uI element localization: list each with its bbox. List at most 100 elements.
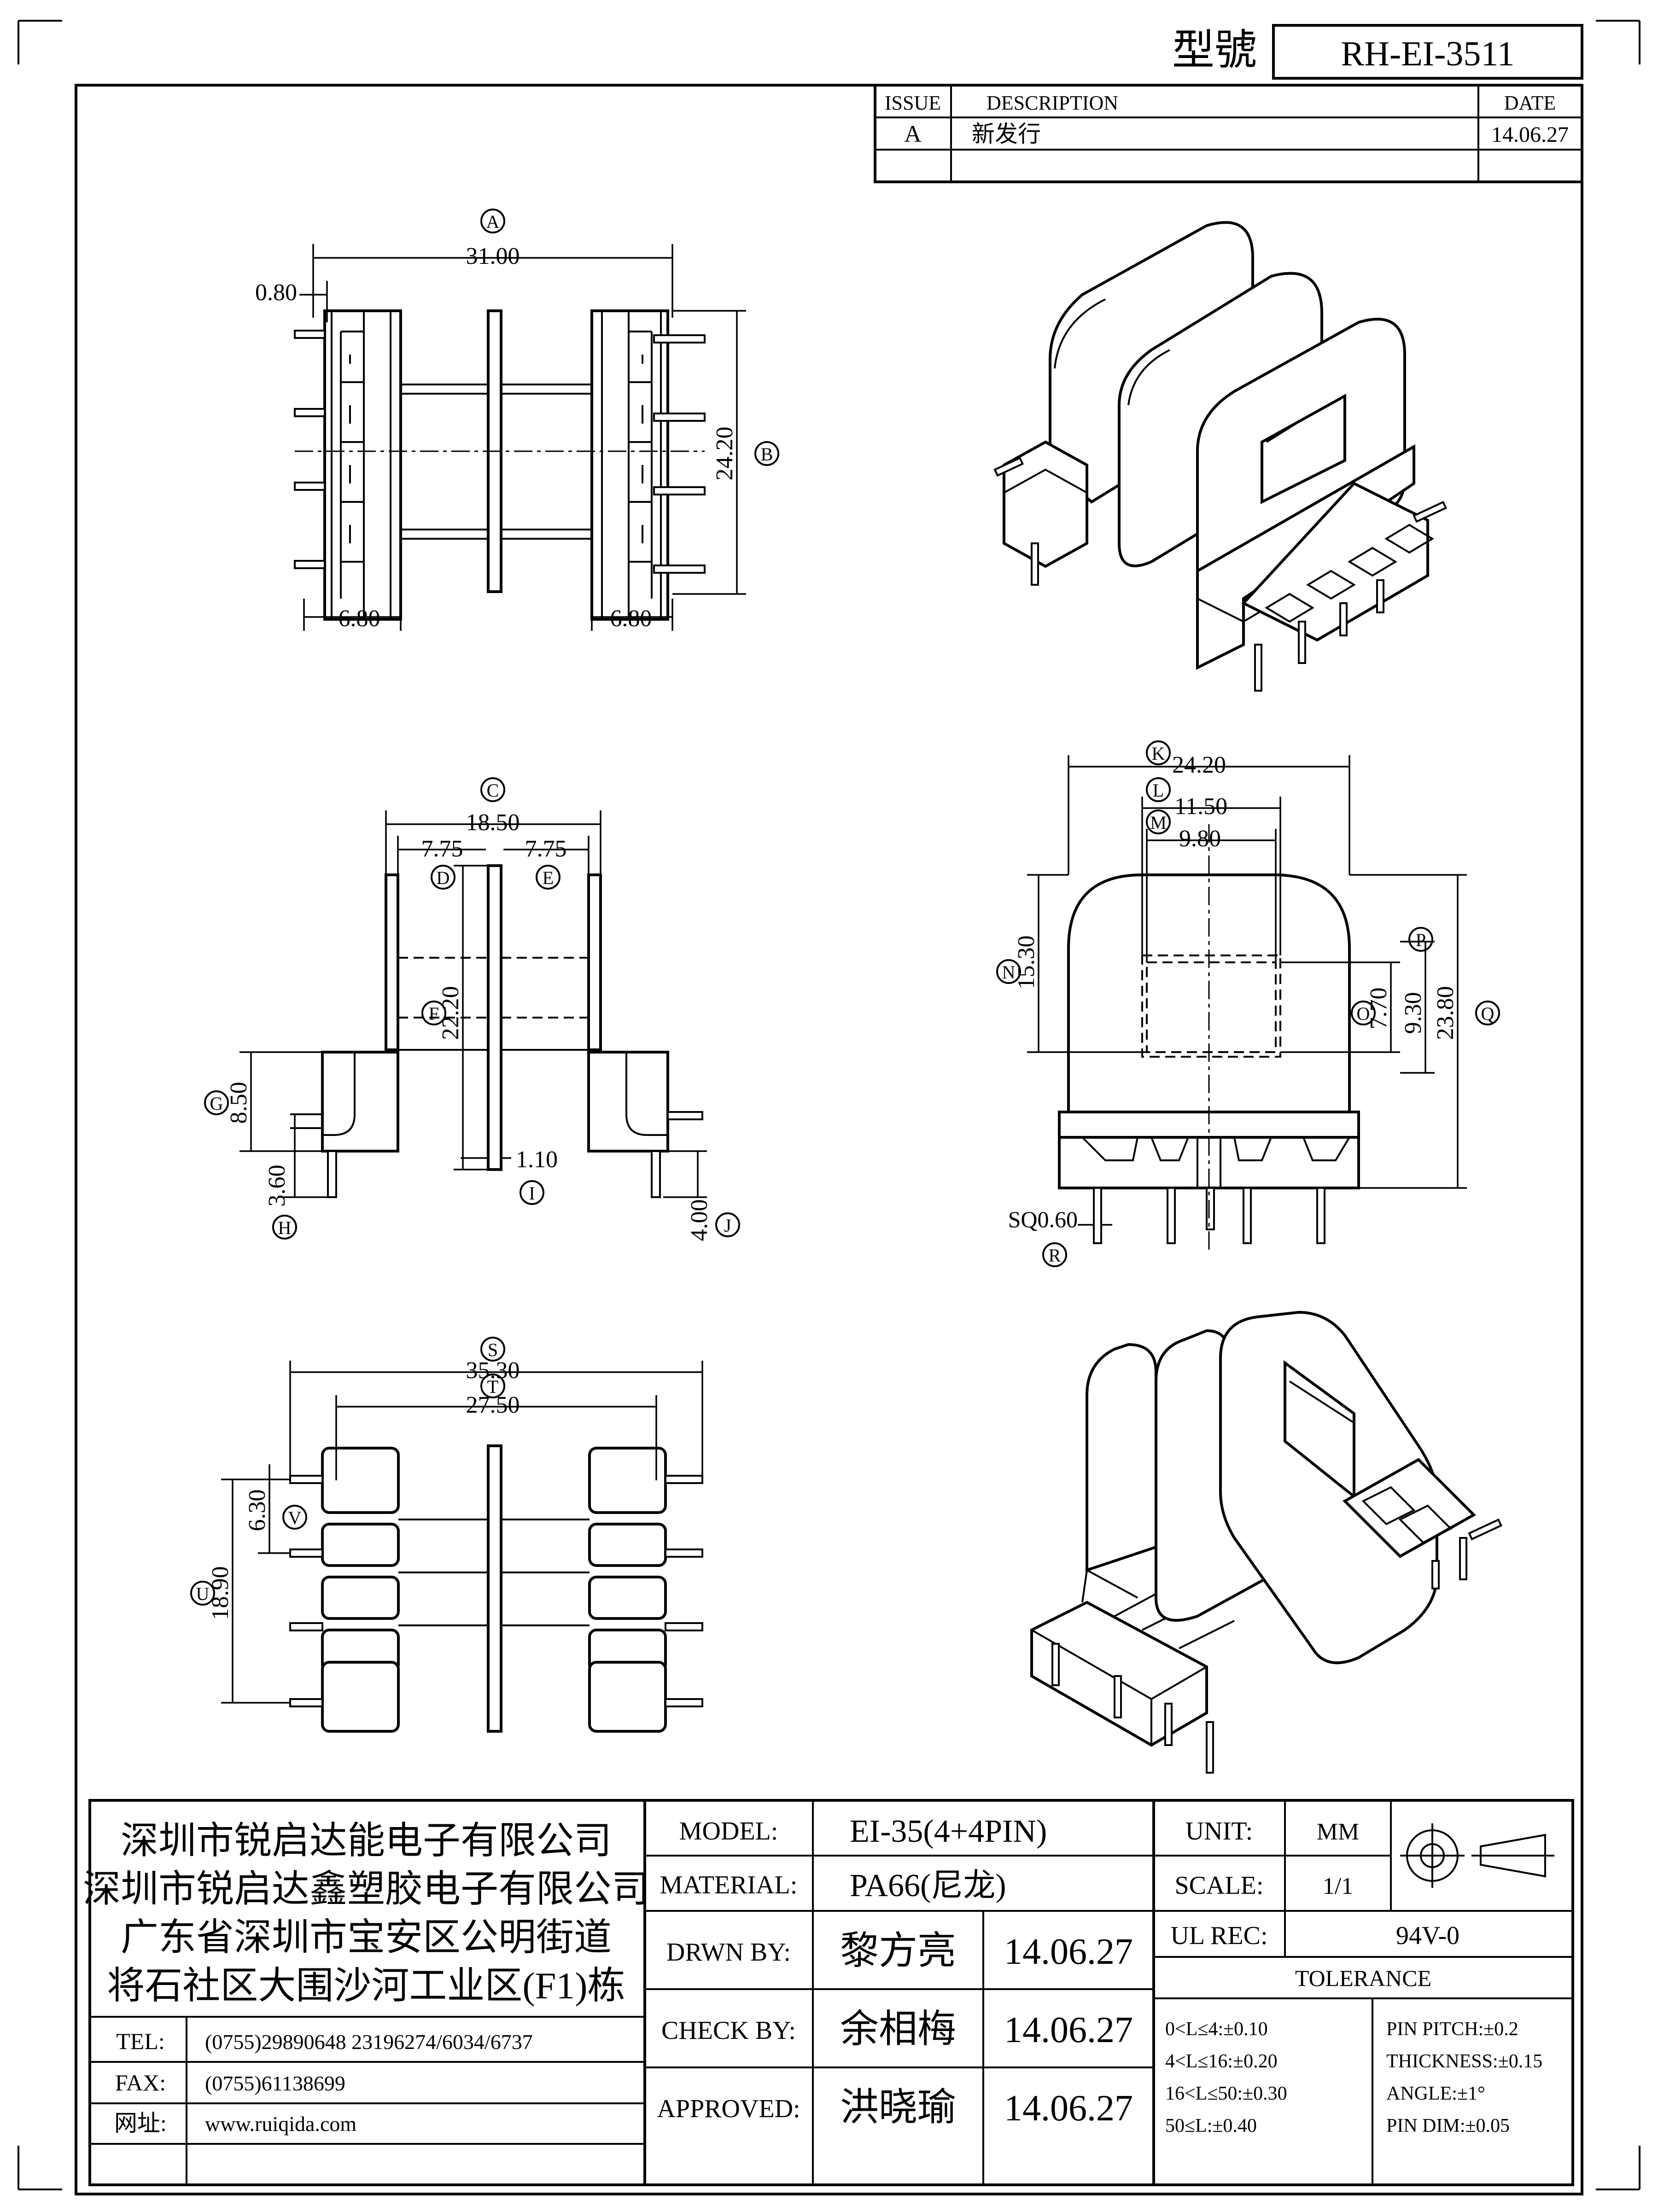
drawn-by: 黎方亮 <box>840 1930 956 1973</box>
bottom-view-right-pads <box>588 1447 667 1733</box>
part-number: RH-EI-3511 <box>1341 35 1514 73</box>
dim-I-value: 1.10 <box>516 1147 558 1173</box>
company-line-2: 深圳市锐启达鑫塑胶电子有限公司 <box>83 1868 649 1910</box>
tolerance-row-3: 16<L≤50:±0.30 <box>1165 2083 1287 2104</box>
dim-I-tag: I <box>529 1183 535 1204</box>
tel-label: TEL: <box>116 2028 165 2054</box>
material-value: PA66(尼龙) <box>850 1868 1006 1903</box>
drawn-label: DRWN BY: <box>666 1938 791 1967</box>
scale-value: 1/1 <box>1323 1873 1353 1899</box>
fax-value: (0755)61138699 <box>205 2072 345 2095</box>
tel-value: (0755)29890648 23196274/6034/6737 <box>205 2030 533 2054</box>
approved-label: APPROVED: <box>657 2095 800 2123</box>
tolerance-pin-pitch: PIN PITCH:±0.2 <box>1386 2019 1518 2040</box>
bottom-view-left-pads <box>321 1447 400 1733</box>
top-view: A 31.00 B 24.20 0.80 6.80 6.80 <box>255 209 779 632</box>
web-label: 网址: <box>114 2110 167 2136</box>
part-number-box <box>1272 24 1583 80</box>
dim-pin-offset: 0.80 <box>255 279 297 306</box>
revision-col-issue: ISSUE <box>885 92 941 114</box>
dim-G-value: 8.50 <box>226 1082 252 1124</box>
dim-C-value: 18.50 <box>466 809 520 836</box>
dim-U-tag: U <box>196 1583 210 1604</box>
dim-T-tag: T <box>487 1376 498 1397</box>
dim-E-tag: E <box>543 867 554 888</box>
dim-T-value: 27.50 <box>466 1392 520 1418</box>
tolerance-thickness: THICKNESS:±0.15 <box>1386 2051 1542 2072</box>
side-view: C 18.50 7.75 7.75 D E 22.20 F 8.50 G 3.6… <box>204 777 740 1241</box>
material-label: MATERIAL: <box>660 1871 798 1899</box>
dim-C-tag: C <box>487 780 499 801</box>
dim-K-tag: K <box>1152 743 1165 764</box>
unit-label: UNIT: <box>1185 1817 1253 1845</box>
dim-M-value: 9.80 <box>1179 826 1221 852</box>
dim-S-value: 35.30 <box>466 1357 520 1384</box>
dim-left-width: 6.80 <box>339 605 380 632</box>
ul-value: 94V-0 <box>1396 1921 1460 1950</box>
unit-value: MM <box>1317 1819 1359 1845</box>
tolerance-row-4: 50≤L:±0.40 <box>1165 2115 1257 2136</box>
bottom-view: S 35.30 T 27.50 18.90 U 6.30 V <box>190 1337 703 1733</box>
ul-label: UL REC: <box>1170 1921 1267 1950</box>
dim-Q-value: 23.80 <box>1432 986 1459 1040</box>
title-block: 深圳市锐启达能电子有限公司 深圳市锐启达鑫塑胶电子有限公司 广东省深圳市宝安区公… <box>83 1799 1574 2186</box>
revision-issue: A <box>904 121 922 147</box>
dim-N-value: 15.30 <box>1013 936 1039 990</box>
approved-date: 14.06.27 <box>1004 2088 1133 2129</box>
dim-R-value: SQ0.60 <box>1008 1206 1078 1232</box>
dim-D-value: 7.75 <box>421 836 463 862</box>
dim-H-value: 3.60 <box>264 1165 290 1207</box>
dim-G-tag: G <box>210 1093 223 1114</box>
dim-P-value: 9.30 <box>1400 992 1426 1034</box>
company-line-1: 深圳市锐启达能电子有限公司 <box>121 1820 612 1862</box>
dim-N-tag: N <box>1002 962 1016 983</box>
isometric-view-upper <box>993 221 1448 692</box>
dim-Q-tag: Q <box>1481 1003 1495 1024</box>
check-label: CHECK BY: <box>661 2016 796 2045</box>
third-angle-projection-icon <box>1400 1823 1554 1888</box>
scale-label: SCALE: <box>1175 1871 1264 1900</box>
dim-F-tag: F <box>429 1003 439 1024</box>
drawing-frame <box>75 84 1583 2195</box>
iso-upper-pins <box>1254 501 1448 692</box>
drawn-date: 14.06.27 <box>1004 1932 1133 1972</box>
model-label: MODEL: <box>679 1817 778 1845</box>
front-view: K 24.20 L 11.50 M 9.80 15.30 N 7.70 O 9.… <box>996 740 1500 1267</box>
dim-S-tag: S <box>488 1339 498 1360</box>
dim-A-tag: A <box>486 211 500 232</box>
dim-J-tag: J <box>724 1215 731 1236</box>
tolerance-pin-dim: PIN DIM:±0.05 <box>1386 2115 1510 2136</box>
top-view-right-pins <box>653 334 706 574</box>
dim-L-value: 11.50 <box>1174 793 1227 820</box>
model-header-label: 型號 <box>1172 27 1257 74</box>
tolerance-label: TOLERANCE <box>1295 1965 1431 1991</box>
revision-table: ISSUE DESCRIPTION DATE A 新发行 14.06.27 <box>874 84 1583 183</box>
revision-col-date: DATE <box>1504 92 1556 114</box>
dim-M-tag: M <box>1150 812 1167 833</box>
company-line-3: 广东省深圳市宝安区公明街道 <box>121 1916 612 1958</box>
check-date: 14.06.27 <box>1004 2010 1133 2050</box>
crop-marks <box>18 20 1640 2190</box>
dim-V-tag: V <box>288 1508 302 1528</box>
tolerance-angle: ANGLE:±1° <box>1386 2083 1485 2104</box>
iso-lower-pins <box>1051 1643 1214 1774</box>
dim-right-width: 6.80 <box>610 605 652 632</box>
dim-E-value: 7.75 <box>525 836 567 862</box>
web-value: www.ruiqida.com <box>205 2112 356 2136</box>
approved-by: 洪晓瑜 <box>840 2086 956 2129</box>
revision-description: 新发行 <box>972 121 1041 147</box>
dim-V-value: 6.30 <box>244 1490 270 1531</box>
tolerance-row-1: 0<L≤4:±0.10 <box>1165 2019 1268 2040</box>
dim-J-value: 4.00 <box>686 1199 712 1241</box>
revision-col-description: DESCRIPTION <box>987 92 1118 114</box>
dim-O-tag: O <box>1357 1003 1370 1024</box>
dim-P-tag: P <box>1416 930 1426 950</box>
dim-U-value: 18.90 <box>207 1566 234 1620</box>
check-by: 余相梅 <box>840 2008 956 2051</box>
dim-R-tag: R <box>1049 1245 1061 1266</box>
dim-D-tag: D <box>437 867 450 888</box>
dim-H-tag: H <box>278 1217 292 1238</box>
isometric-view-lower <box>1030 1310 1503 1774</box>
dim-A-value: 31.00 <box>466 243 520 269</box>
